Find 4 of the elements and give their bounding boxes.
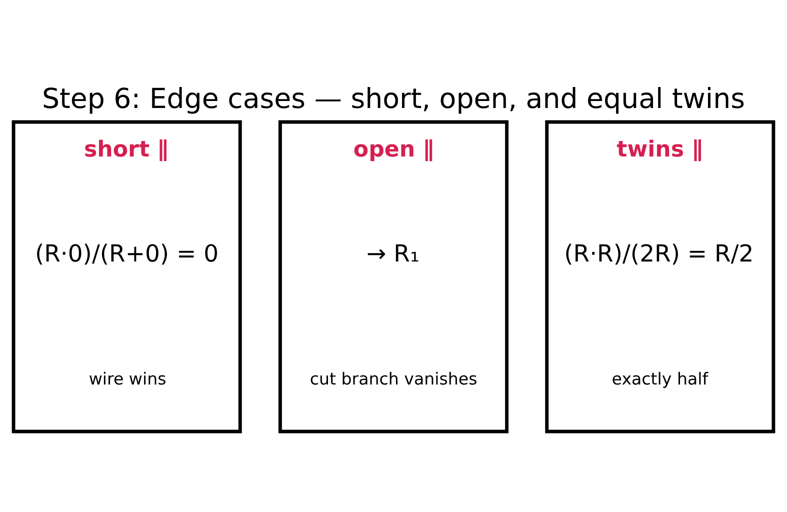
diagram-title: Step 6: Edge cases — short, open, and equal twins bbox=[42, 82, 745, 116]
node-box: twins ∥ (R·R)/(2R) = R/2 exactly half bbox=[545, 120, 776, 434]
node-box: open ∥ → R₁ cut branch vanishes bbox=[278, 120, 509, 434]
node-box: short ∥ (R·0)/(R+0) = 0 wire wins bbox=[12, 120, 242, 434]
